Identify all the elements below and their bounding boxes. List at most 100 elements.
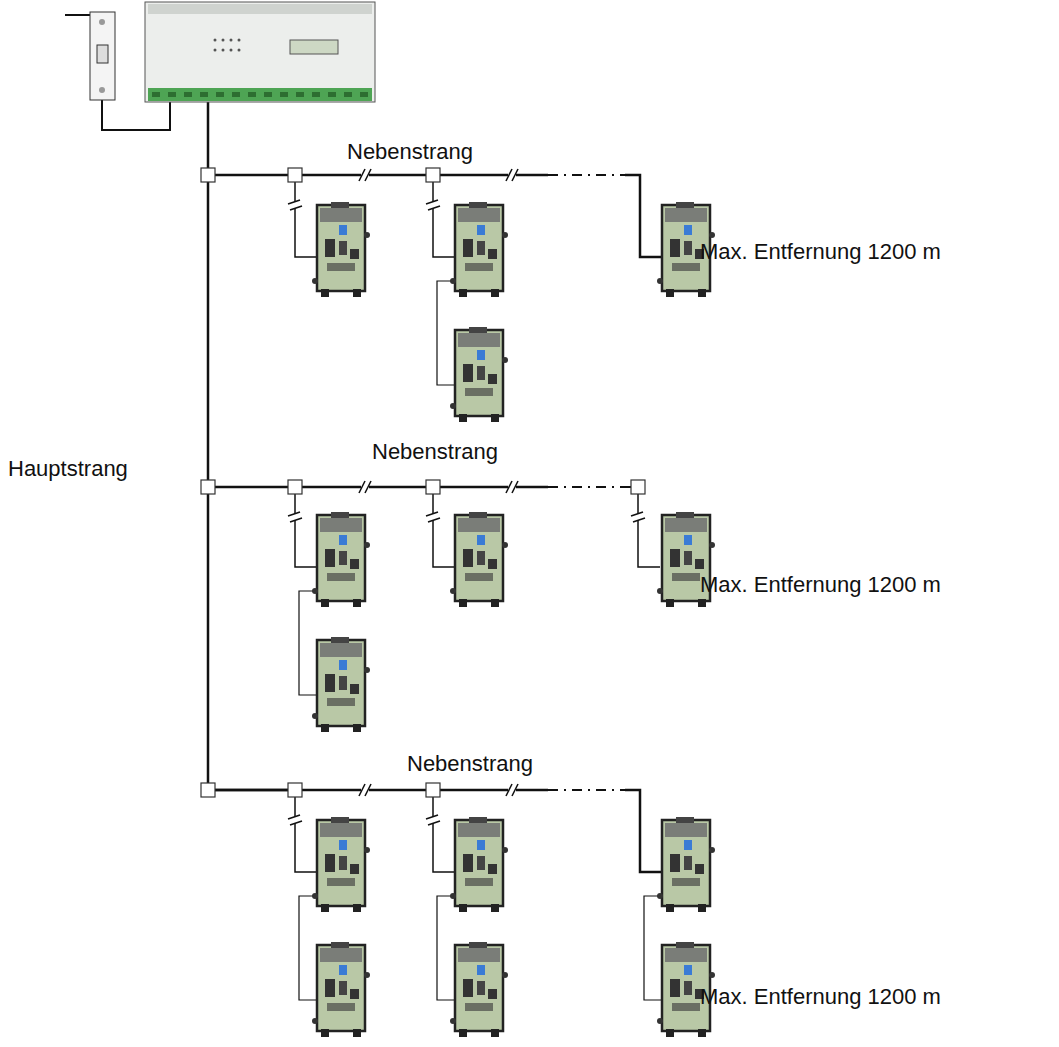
device-top: [320, 643, 362, 657]
device-top: [665, 518, 707, 532]
bus-wire: [625, 790, 662, 872]
status-led: [238, 49, 241, 52]
junction-box: [201, 168, 215, 182]
component: [477, 551, 485, 565]
device-foot: [666, 1029, 674, 1037]
junction-box: [201, 783, 215, 797]
bus-wire: [288, 200, 300, 204]
main-line-label: Hauptstrang: [8, 457, 128, 481]
device-body: [317, 205, 365, 291]
component: [463, 549, 473, 567]
bus-wire: [208, 174, 548, 177]
device-foot: [698, 289, 706, 297]
component: [477, 856, 485, 870]
terminal-screw: [280, 92, 288, 97]
cable-gland: [502, 542, 508, 548]
bus-wire: [295, 487, 317, 567]
component: [350, 559, 359, 569]
device-top: [331, 512, 349, 518]
device-foot: [698, 904, 706, 912]
bus-wire: [644, 896, 662, 1000]
bus-wire: [638, 487, 660, 567]
bus-wire: [428, 206, 440, 210]
valve-controller: [450, 512, 508, 607]
bus-wire: [208, 789, 548, 792]
bus-wire: [365, 169, 371, 181]
component: [325, 979, 335, 997]
breaker-body: [90, 12, 115, 100]
device-body: [455, 515, 503, 601]
bus-wire: [512, 169, 518, 181]
status-led: [222, 49, 225, 52]
device-foot: [491, 599, 499, 607]
status-led: [230, 49, 233, 52]
branch-label: Nebenstrang: [372, 440, 498, 464]
component: [327, 698, 355, 706]
terminal-screw: [296, 92, 304, 97]
valve-controller: [312, 202, 370, 297]
device-top: [458, 208, 500, 222]
terminal-screw: [360, 92, 368, 97]
device-foot: [491, 904, 499, 912]
bus-wire: [428, 821, 440, 825]
device-top: [676, 512, 694, 518]
component: [672, 573, 700, 581]
cable-gland: [450, 403, 456, 409]
component: [325, 549, 335, 567]
blue-indicator: [339, 535, 347, 545]
bus-wire: [290, 206, 302, 210]
bus-wire: [433, 487, 455, 567]
distance-label: Max. Entfernung 1200 m: [700, 240, 941, 264]
component: [325, 239, 335, 257]
bus-wire: [512, 784, 518, 796]
device-top: [665, 208, 707, 222]
component: [477, 241, 485, 255]
component: [465, 878, 493, 886]
device-top: [676, 817, 694, 823]
bus-wire: [288, 512, 300, 516]
terminal-screw: [328, 92, 336, 97]
junction-box: [288, 783, 302, 797]
device-foot: [353, 904, 361, 912]
component: [684, 551, 692, 565]
blue-indicator: [339, 660, 347, 670]
bus-wire: [365, 784, 371, 796]
bus-wire: [208, 486, 548, 489]
bus-wire: [426, 512, 438, 516]
cable-gland: [364, 667, 370, 673]
bus-wire: [295, 175, 317, 257]
bus-wire: [288, 815, 300, 819]
junction-box: [426, 783, 440, 797]
blue-indicator: [339, 225, 347, 235]
cable-gland: [450, 893, 456, 899]
terminal-screw: [312, 92, 320, 97]
cable-gland: [364, 972, 370, 978]
terminal-screw: [168, 92, 176, 97]
cable-gland: [502, 847, 508, 853]
component: [488, 374, 497, 384]
device-body: [317, 945, 365, 1031]
cable-gland: [502, 357, 508, 363]
device-body: [455, 330, 503, 416]
device-foot: [321, 289, 329, 297]
component: [463, 854, 473, 872]
device-top: [676, 942, 694, 948]
status-led: [238, 39, 241, 42]
device-top: [320, 823, 362, 837]
blue-indicator: [339, 840, 347, 850]
cable-gland: [657, 278, 663, 284]
junction-box: [201, 480, 215, 494]
device-body: [455, 945, 503, 1031]
component: [477, 366, 485, 380]
bus-wire: [428, 518, 440, 522]
bus-wire: [208, 100, 295, 790]
component: [350, 684, 359, 694]
cable-gland: [657, 893, 663, 899]
device-top: [469, 942, 487, 948]
terminal-screw: [344, 92, 352, 97]
component: [350, 989, 359, 999]
device-foot: [666, 289, 674, 297]
component: [465, 573, 493, 581]
status-led: [214, 39, 217, 42]
device-top: [320, 208, 362, 222]
